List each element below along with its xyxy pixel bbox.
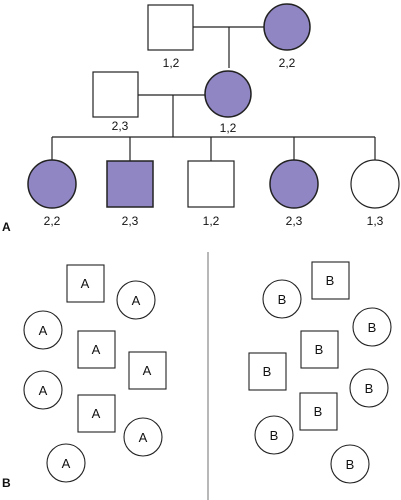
gen1-mother-affected-female [263,3,311,51]
right-circle-3-label: B [365,381,374,396]
gen3-child-4-genotype: 2,3 [286,214,303,228]
right-circle-5-label: B [346,457,355,472]
panel-b-label: B [2,476,11,490]
left-square-1 [66,264,105,303]
right-circle-3 [349,368,389,408]
gen2-mother-affected-female [204,70,252,118]
left-square-1-label: A [81,276,90,291]
right-circle-4-label: B [270,428,279,443]
left-circle-4 [123,417,163,457]
right-circle-4 [254,415,294,455]
left-circle-4-label: A [139,430,148,445]
left-circle-2-label: A [39,323,48,338]
gen2-mother-genotype: 1,2 [220,121,237,135]
left-square-2 [77,330,116,369]
gen3-child-1-genotype: 2,2 [44,214,61,228]
gen3-child-4-affected-female [269,159,319,209]
right-square-2 [300,330,339,369]
gen3-child-5-genotype: 1,3 [367,214,384,228]
gen2-father-genotype: 2,3 [112,119,129,133]
right-square-4 [299,392,338,431]
left-square-3-label: A [143,363,152,378]
right-square-3 [248,352,287,391]
panel-a-label: A [2,220,11,234]
right-square-2-label: B [315,342,324,357]
right-group [248,261,392,484]
gen1-father-unaffected-male [147,4,194,51]
left-group [23,264,167,483]
left-circle-1-label: A [132,293,141,308]
left-circle-1 [116,280,156,320]
right-square-1-label: B [326,273,335,288]
right-square-1 [311,261,350,300]
gen1-father-genotype: 1,2 [163,56,180,70]
left-circle-5-label: A [62,456,71,471]
left-circle-2 [23,310,63,350]
left-square-3 [128,351,167,390]
left-circle-3-label: A [39,383,48,398]
gen2-father-unaffected-male [92,71,139,118]
gen3-child-2-genotype: 2,3 [122,214,139,228]
left-square-2-label: A [92,342,101,357]
right-circle-2-label: B [368,320,377,335]
left-circle-3 [23,370,63,410]
left-circle-5 [46,443,86,483]
gen1-mother-genotype: 2,2 [279,56,296,70]
gen3-child-1-affected-female [27,159,77,209]
left-square-4-label: A [92,406,101,421]
right-circle-1 [262,279,302,319]
right-square-3-label: B [263,364,272,379]
right-circle-5 [330,444,370,484]
right-circle-2 [352,307,392,347]
pedigree-lines [51,26,376,161]
left-square-4 [77,394,116,433]
gen3-child-2-affected-male [106,160,154,208]
right-square-4-label: B [314,404,323,419]
gen3-child-5-unaffected-female [350,159,400,209]
gen3-child-3-genotype: 1,2 [203,214,220,228]
right-circle-1-label: B [278,292,287,307]
gen3-child-3-unaffected-male [187,160,235,208]
